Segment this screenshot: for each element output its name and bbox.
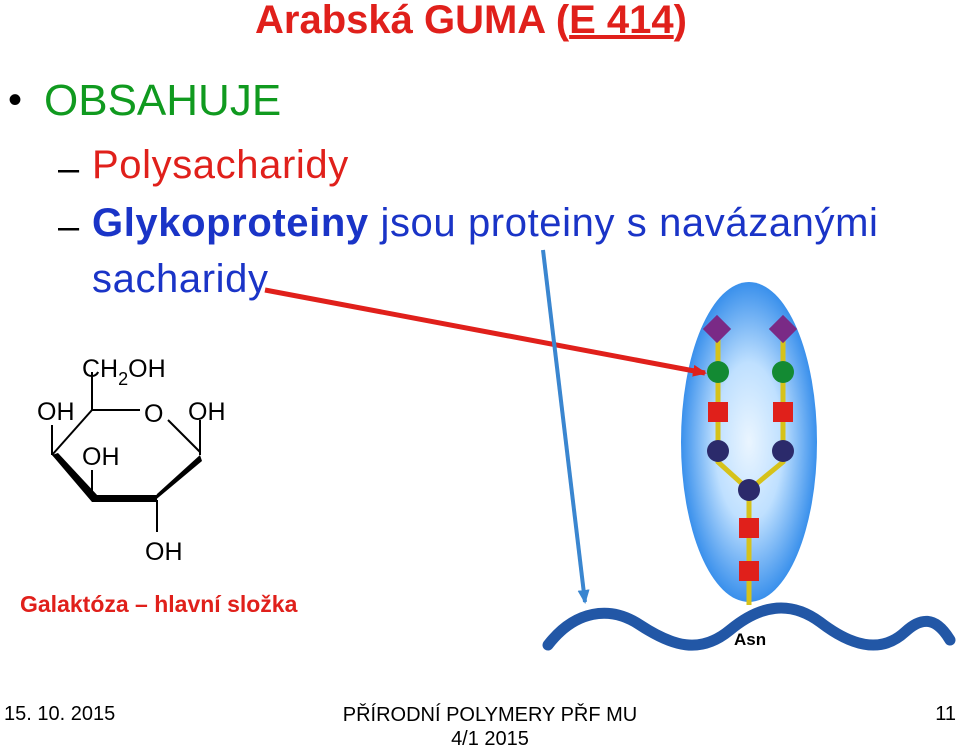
red-square-residue [708, 402, 728, 422]
galactose-structure [51, 372, 202, 532]
footer-title: PŘÍRODNÍ POLYMERY PŘF MU 4/1 2015 [342, 704, 638, 750]
green-circle-residue [772, 361, 794, 383]
caption-galactose: Galaktóza – hlavní složka [20, 591, 298, 617]
glycoproteins-term: Glykoproteiny [92, 201, 369, 245]
bullet-heading: OBSAHUJE [44, 76, 282, 125]
blue-arrow [541, 249, 590, 604]
sub-bullet-glycoproteins-cont: sacharidy [92, 257, 269, 301]
e-number: E 414 [569, 0, 674, 42]
dark-circle-residue [772, 440, 794, 462]
sub-bullet-glycoproteins: Glykoproteiny jsou proteiny s navázanými [92, 201, 879, 245]
oh-label-inner: OH [82, 443, 120, 471]
asn-label: Asn [734, 630, 766, 649]
bullet-marker: • [8, 78, 23, 122]
footer-date: 15. 10. 2015 [4, 703, 116, 725]
protein-backbone [542, 602, 956, 651]
glycan-residues [702, 314, 798, 581]
sub-bullet-dash: – [58, 148, 80, 190]
diamond-residue [768, 314, 798, 344]
ch2oh-label: CH2OH [82, 355, 166, 389]
sub-bullet-dash: – [58, 206, 80, 248]
diamond-residue [702, 314, 732, 344]
sub-bullet-polysaccharides: Polysacharidy [92, 143, 349, 187]
oh-label-right: OH [188, 398, 226, 426]
page-number: 11 [935, 703, 956, 725]
ring-oxygen-label: O [144, 400, 163, 428]
dark-circle-residue [738, 479, 760, 501]
red-square-residue [739, 561, 759, 581]
red-square-residue [773, 402, 793, 422]
red-arrow [264, 287, 707, 377]
oh-label-bottom: OH [145, 538, 183, 566]
green-circle-residue [707, 361, 729, 383]
oh-label-left: OH [37, 398, 75, 426]
dark-circle-residue [707, 440, 729, 462]
red-square-residue [739, 518, 759, 538]
slide-title: Arabská GUMA (E 414) [255, 0, 687, 42]
